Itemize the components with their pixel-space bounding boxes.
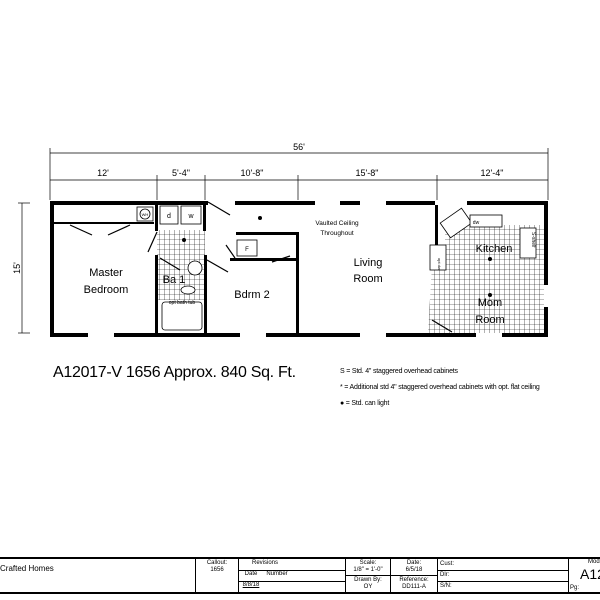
vaulted-2: Throughout — [320, 230, 353, 237]
vaulted-1: Vaulted Ceiling — [315, 220, 359, 227]
fixture-opt-tub: opt bath tub — [169, 300, 196, 306]
date-value: 6/5/18 — [405, 567, 423, 573]
scale-value: 1/8" = 1'-0" — [353, 567, 383, 573]
sn-label: S/N: — [440, 583, 452, 589]
model-label: Mod — [588, 559, 600, 565]
legend-additional: * = Additional std 4" staggered overhead… — [340, 384, 540, 391]
scale-label: Scale: — [359, 560, 377, 566]
rev-date: 8/8/18 — [242, 582, 260, 588]
room-bath: Ba 1 — [163, 274, 186, 286]
fixtures — [136, 205, 537, 331]
legend-cabinets: S = Std. 4" staggered overhead cabinets — [340, 368, 458, 375]
dim-seg-2: 5'-4" — [172, 168, 190, 178]
kitchen-tile — [428, 225, 545, 333]
dim-width: 15' — [12, 262, 22, 274]
room-living-1: Living — [354, 257, 383, 269]
windows — [88, 201, 548, 337]
dimension-lines — [18, 148, 549, 334]
rev-number-label: Number — [266, 571, 288, 577]
door-swings — [69, 201, 453, 333]
page-label: Pg: — [570, 585, 580, 591]
reference-label: Reference: — [399, 577, 429, 583]
fixture-shelf: S-shelf — [530, 232, 536, 248]
dim-overall: 56' — [293, 142, 305, 152]
room-kitchen: Kitchen — [476, 243, 513, 255]
fixture-opt-dw: opt dw — [437, 258, 442, 270]
dim-seg-1: 12' — [97, 168, 109, 178]
room-living-2: Room — [353, 273, 382, 285]
room-mom-2: Room — [475, 314, 504, 326]
dim-seg-3: 10'-8" — [241, 168, 264, 178]
fixture-furnace: F — [245, 247, 249, 253]
drawn-label: Drawn By: — [354, 577, 382, 583]
room-mom-1: Mom — [478, 297, 502, 309]
callout-value: 1656 — [210, 567, 224, 573]
plan-title: A12017-V 1656 Approx. 840 Sq. Ft. — [53, 364, 296, 381]
fixture-dryer: d — [167, 213, 171, 220]
model-value: A12 — [580, 566, 600, 582]
fixture-water-heater: WH — [142, 212, 149, 217]
drawn-value: OY — [363, 584, 373, 590]
fixture-dishwasher: dw — [473, 220, 480, 226]
company-name: Crafted Homes — [0, 564, 54, 573]
reference-value: DD111-A — [402, 584, 426, 590]
rev-date-label: Date — [244, 571, 258, 577]
walls — [50, 201, 548, 337]
cust-label: Cust: — [440, 561, 455, 567]
date-label: Date: — [406, 560, 422, 566]
dim-seg-5: 12'-4" — [481, 168, 504, 178]
room-bdrm2: Bdrm 2 — [234, 289, 269, 301]
legend-light: ● = Std. can light — [340, 400, 390, 407]
room-master-1: Master — [89, 267, 123, 279]
callout-label: Callout: — [206, 560, 228, 566]
revisions-label: Revisions — [251, 560, 278, 566]
fixture-washer: w — [187, 213, 194, 220]
dlr-label: Dlr: — [440, 572, 450, 578]
can-lights — [182, 216, 492, 297]
room-master-2: Bedroom — [84, 284, 129, 296]
dim-seg-4: 15'-8" — [356, 168, 379, 178]
title-block: Crafted Homes Callout: 1656 Revisions Da… — [0, 557, 600, 594]
